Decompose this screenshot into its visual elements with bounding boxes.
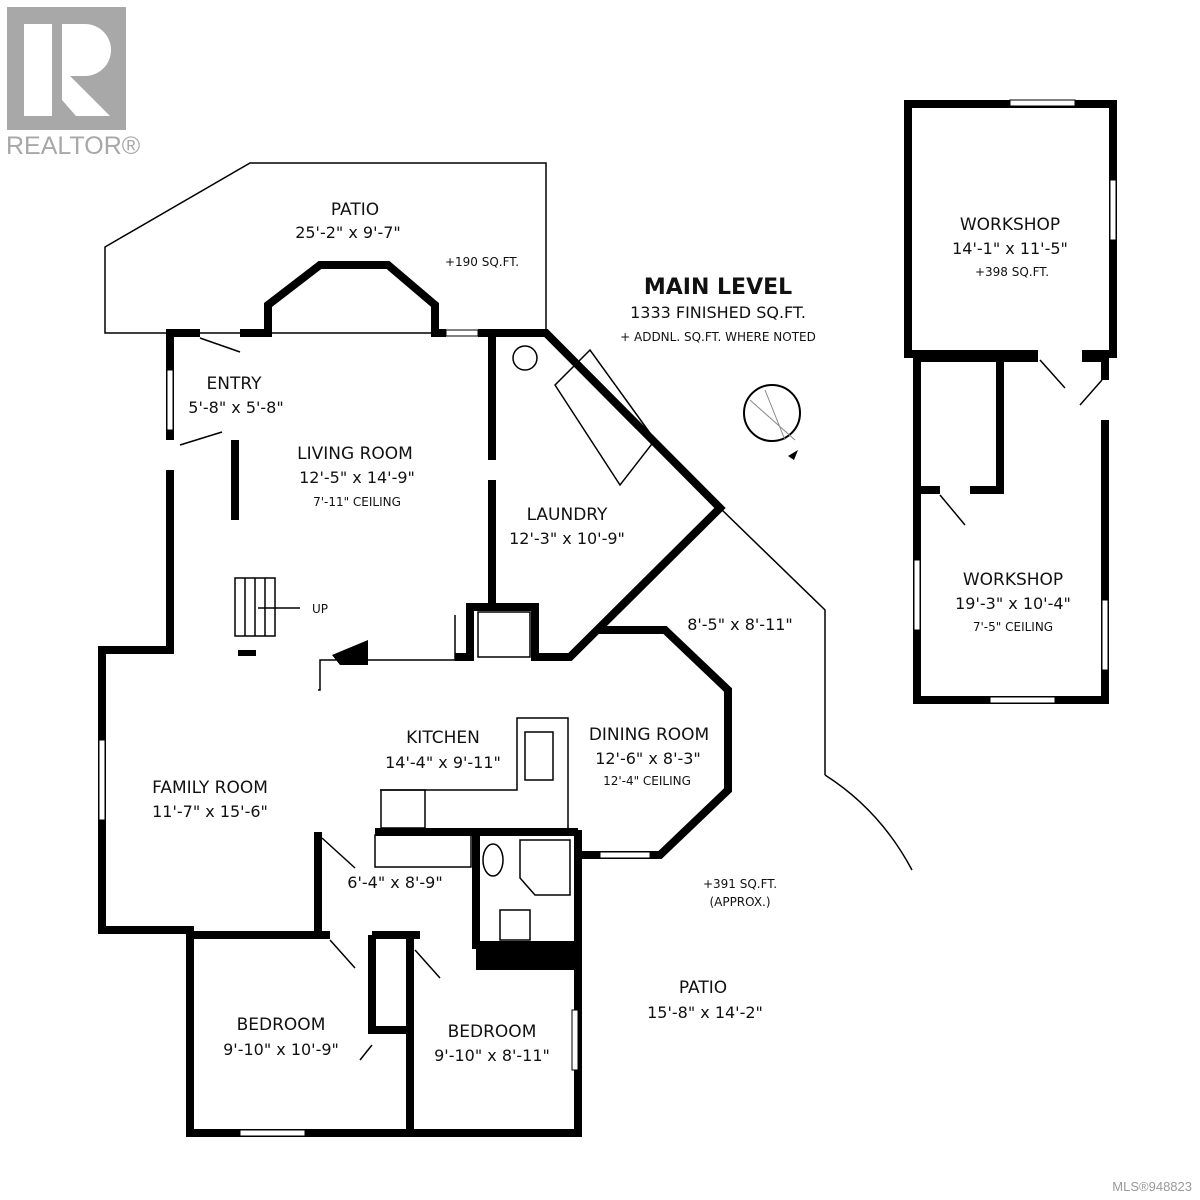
living-ceiling: 7'-11" CEILING bbox=[313, 495, 401, 509]
workshop-2-ceiling: 7'-5" CEILING bbox=[973, 620, 1053, 634]
dining-name: DINING ROOM bbox=[589, 725, 709, 745]
entry-name: ENTRY bbox=[207, 374, 263, 394]
laundry-wall bbox=[455, 329, 726, 661]
exterior-wall-top bbox=[166, 329, 200, 440]
nook-dims: 8'-5" x 8'-11" bbox=[687, 615, 793, 634]
patio-top-extra: +190 SQ.FT. bbox=[445, 255, 519, 269]
closet-block bbox=[476, 945, 576, 970]
entry-dims: 5'-8" x 5'-8" bbox=[188, 398, 283, 417]
water-heater bbox=[512, 345, 538, 371]
addnl-note: + ADDNL. SQ.FT. WHERE NOTED bbox=[620, 330, 816, 344]
workshop-2-walls bbox=[913, 354, 1109, 704]
window bbox=[445, 329, 479, 337]
exterior-wall bbox=[98, 470, 582, 1137]
pantry bbox=[477, 611, 531, 658]
patio-right-approx: (APPROX.) bbox=[709, 895, 770, 909]
door bbox=[179, 337, 241, 446]
finished-sqft: 1333 FINISHED SQ.FT. bbox=[630, 303, 806, 322]
patio-right-extra: +391 SQ.FT. bbox=[703, 877, 777, 891]
family-dims: 11'-7" x 15'-6" bbox=[152, 802, 268, 821]
patio-top-outline bbox=[104, 162, 547, 334]
patio-right-outline bbox=[719, 507, 826, 775]
counter bbox=[318, 615, 456, 691]
patio-top-dims: 25'-2" x 9'-7" bbox=[295, 223, 401, 242]
stairs-up: UP bbox=[312, 602, 328, 616]
family-name: FAMILY ROOM bbox=[152, 778, 268, 798]
laundry-dims: 12'-3" x 10'-9" bbox=[509, 529, 625, 548]
exterior-wall-bay bbox=[240, 261, 446, 337]
window bbox=[1109, 179, 1117, 241]
door bbox=[321, 837, 441, 1061]
living-dims: 12'-5" x 14'-9" bbox=[299, 468, 415, 487]
window bbox=[599, 851, 651, 859]
realtor-logo-text: REALTOR® bbox=[6, 132, 141, 160]
bedroom-1-name: BEDROOM bbox=[237, 1015, 326, 1035]
hall-dims: 6'-4" x 8'-9" bbox=[347, 873, 442, 892]
kitchen-counter bbox=[380, 717, 569, 830]
kitchen-name: KITCHEN bbox=[406, 728, 480, 748]
laundry-name: LAUNDRY bbox=[527, 505, 608, 525]
workshop-1-extra: +398 SQ.FT. bbox=[975, 265, 1049, 279]
hall-counter bbox=[374, 834, 472, 868]
dining-ceiling: 12'-4" CEILING bbox=[603, 774, 691, 788]
window bbox=[913, 559, 921, 631]
living-name: LIVING ROOM bbox=[297, 444, 413, 464]
door bbox=[939, 359, 1103, 526]
toilet bbox=[482, 843, 504, 877]
kitchen-dims: 14'-4" x 9'-11" bbox=[385, 753, 501, 772]
bath-wall bbox=[472, 832, 578, 949]
bedroom-1-dims: 9'-10" x 10'-9" bbox=[223, 1040, 339, 1059]
compass-icon bbox=[743, 384, 801, 460]
window bbox=[1009, 99, 1076, 107]
washer-dryer bbox=[554, 348, 656, 487]
dining-dims: 12'-6" x 8'-3" bbox=[595, 749, 701, 768]
bathroom-sink bbox=[499, 909, 531, 941]
window bbox=[989, 696, 1056, 704]
workshop-2-name: WORKSHOP bbox=[963, 570, 1063, 590]
patio-top-name: PATIO bbox=[331, 200, 379, 220]
stove bbox=[380, 789, 426, 829]
window bbox=[571, 1009, 579, 1071]
stairs bbox=[234, 577, 300, 656]
bedroom-2-dims: 9'-10" x 8'-11" bbox=[434, 1046, 550, 1065]
bedroom-2-name: BEDROOM bbox=[448, 1022, 537, 1042]
patio-right-name: PATIO bbox=[679, 978, 727, 998]
workshop-1-dims: 14'-1" x 11'-5" bbox=[952, 239, 1068, 258]
workshop-2-dims: 19'-3" x 10'-4" bbox=[955, 594, 1071, 613]
shower bbox=[519, 839, 571, 896]
patio-right-dims: 15'-8" x 14'-2" bbox=[647, 1003, 763, 1022]
fireplace bbox=[332, 640, 368, 665]
workshop-inner-wall bbox=[921, 358, 1004, 494]
window bbox=[239, 1129, 306, 1137]
workshop-1-name: WORKSHOP bbox=[960, 215, 1060, 235]
level-title: MAIN LEVEL bbox=[644, 275, 792, 300]
mls-number: MLS®948823 bbox=[1112, 1179, 1192, 1194]
window bbox=[98, 739, 106, 821]
window bbox=[166, 369, 174, 431]
patio-arc bbox=[824, 774, 913, 871]
bedroom-wall bbox=[368, 935, 410, 1034]
realtor-logo bbox=[7, 7, 126, 130]
window bbox=[1101, 599, 1109, 671]
kitchen-sink bbox=[524, 731, 554, 781]
